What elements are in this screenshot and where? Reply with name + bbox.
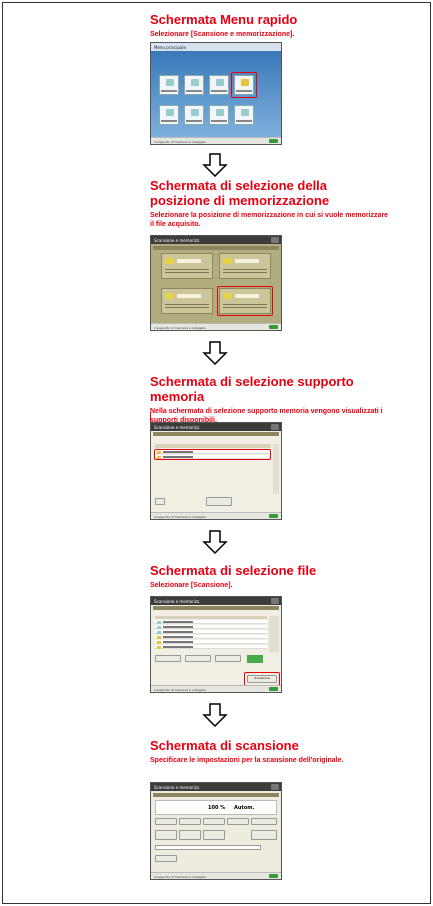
- screenshot-media: Scansione e memorizz. Il supporto di mem…: [150, 422, 282, 520]
- details-button[interactable]: [206, 497, 232, 506]
- step-3: Schermata di selezione supporto memoria …: [150, 374, 390, 425]
- list-item[interactable]: [155, 630, 267, 634]
- option-mailbox[interactable]: [161, 253, 213, 279]
- menu-title-bar: Menu principale: [151, 43, 281, 51]
- back-button[interactable]: [155, 498, 165, 505]
- zoom-value: 100 %: [208, 805, 226, 811]
- step-title: Schermata di scansione: [150, 738, 299, 753]
- tile-fax[interactable]: [184, 75, 204, 95]
- status-text: Il supporto di memoria è collegato.: [154, 687, 207, 692]
- option-button[interactable]: [203, 830, 225, 840]
- highlight-scan-store: [231, 72, 257, 98]
- list-item[interactable]: [155, 645, 267, 649]
- status-text: Il supporto di memoria è collegato.: [154, 874, 207, 879]
- step-title: Schermata di selezione file: [150, 563, 317, 578]
- location-title-bar: Scansione e memorizz.: [151, 236, 281, 244]
- status-bar: Il supporto di memoria è collegato.: [151, 512, 281, 519]
- status-bar: Il supporto di memoria è collegato.: [151, 137, 281, 144]
- status-bar: Il supporto di memoria è collegato.: [151, 685, 281, 692]
- action-button[interactable]: [185, 655, 211, 662]
- files-title-bar: Scansione e memorizz.: [151, 597, 281, 605]
- location-title: Scansione e memorizz.: [154, 238, 201, 243]
- step-4: Schermata di selezione file Selezionare …: [150, 563, 390, 590]
- tile-scan-store[interactable]: [234, 75, 254, 95]
- action-button[interactable]: [155, 655, 181, 662]
- step-2: Schermata di selezione della posizione d…: [150, 178, 390, 229]
- status-badge: [247, 655, 263, 663]
- option-button[interactable]: [155, 830, 177, 840]
- status-bar: Il supporto di memoria è collegato.: [151, 872, 281, 879]
- setting-button[interactable]: [155, 818, 177, 825]
- step-subtitle: Selezionare la posizione di memorizzazio…: [150, 212, 389, 228]
- tile-copy[interactable]: [159, 75, 179, 95]
- scrollbar[interactable]: [273, 444, 279, 494]
- scan-summary: 100 % Autom.: [155, 800, 277, 815]
- tile-fax-box[interactable]: [184, 105, 204, 125]
- option-shared-space[interactable]: [219, 253, 271, 279]
- tile-print[interactable]: [209, 105, 229, 125]
- color-mode-value: Autom.: [234, 805, 255, 811]
- menu-title: Menu principale: [154, 45, 186, 50]
- list-item[interactable]: [155, 640, 267, 644]
- step-subtitle: Specificare le impostazioni per la scans…: [150, 757, 344, 764]
- setting-button[interactable]: [251, 818, 277, 825]
- file-name-field[interactable]: [155, 845, 261, 850]
- tile-access-files[interactable]: [159, 105, 179, 125]
- status-text: Il supporto di memoria è collegato.: [154, 514, 207, 519]
- highlight-media-list: [154, 449, 271, 460]
- down-arrow-icon: [202, 530, 228, 554]
- option-network[interactable]: [161, 288, 213, 314]
- status-bar: Il supporto di memoria è collegato.: [151, 323, 281, 330]
- scan-button-label: Scansione: [254, 676, 270, 680]
- highlight-memory-media: [217, 286, 273, 316]
- scrollbar[interactable]: [269, 616, 279, 652]
- cancel-button[interactable]: [155, 855, 177, 862]
- screenshot-location: Scansione e memorizz. Il supporto di mem…: [150, 235, 282, 331]
- highlight-scan-button: [244, 672, 280, 686]
- setting-button[interactable]: [227, 818, 249, 825]
- step-1: Schermata Menu rapido Selezionare [Scans…: [150, 12, 390, 39]
- step-title: Schermata di selezione supporto memoria: [150, 374, 354, 404]
- setting-button[interactable]: [203, 818, 225, 825]
- media-title-bar: Scansione e memorizz.: [151, 423, 281, 431]
- down-arrow-icon: [202, 341, 228, 365]
- option-button[interactable]: [179, 830, 201, 840]
- media-title: Scansione e memorizz.: [154, 425, 201, 430]
- list-item[interactable]: [155, 450, 271, 454]
- setting-button[interactable]: [179, 818, 201, 825]
- step-title: Schermata di selezione della posizione d…: [150, 178, 330, 208]
- list-item[interactable]: [155, 635, 267, 639]
- screenshot-quick-menu: Menu principale Il supporto di memoria è…: [150, 42, 282, 145]
- down-arrow-icon: [202, 153, 228, 177]
- step-subtitle: Selezionare [Scansione].: [150, 582, 233, 589]
- screenshot-scan: Scansione e memorizz. 100 % Autom. Il su…: [150, 782, 282, 880]
- options-button[interactable]: [251, 830, 277, 840]
- step-title: Schermata Menu rapido: [150, 12, 298, 27]
- action-button[interactable]: [215, 655, 241, 662]
- status-text: Il supporto di memoria è collegato.: [154, 139, 207, 144]
- option-memory-media[interactable]: [219, 288, 271, 314]
- list-item[interactable]: [155, 620, 267, 624]
- scan-title: Scansione e memorizz.: [154, 785, 201, 790]
- tile-scan-send[interactable]: [209, 75, 229, 95]
- screenshot-files: Scansione e memorizz. Scansione Il suppo…: [150, 596, 282, 693]
- list-item[interactable]: [155, 455, 271, 459]
- files-title: Scansione e memorizz.: [154, 599, 201, 604]
- scan-button[interactable]: Scansione: [247, 675, 277, 683]
- step-5: Schermata di scansione Specificare le im…: [150, 738, 390, 765]
- tile-settings[interactable]: [234, 105, 254, 125]
- down-arrow-icon: [202, 703, 228, 727]
- scan-title-bar: Scansione e memorizz.: [151, 783, 281, 791]
- step-subtitle: Selezionare [Scansione e memorizzazione]…: [150, 31, 295, 38]
- list-item[interactable]: [155, 625, 267, 629]
- status-text: Il supporto di memoria è collegato.: [154, 325, 207, 330]
- step-subtitle: Nella schermata di selezione supporto me…: [150, 408, 383, 424]
